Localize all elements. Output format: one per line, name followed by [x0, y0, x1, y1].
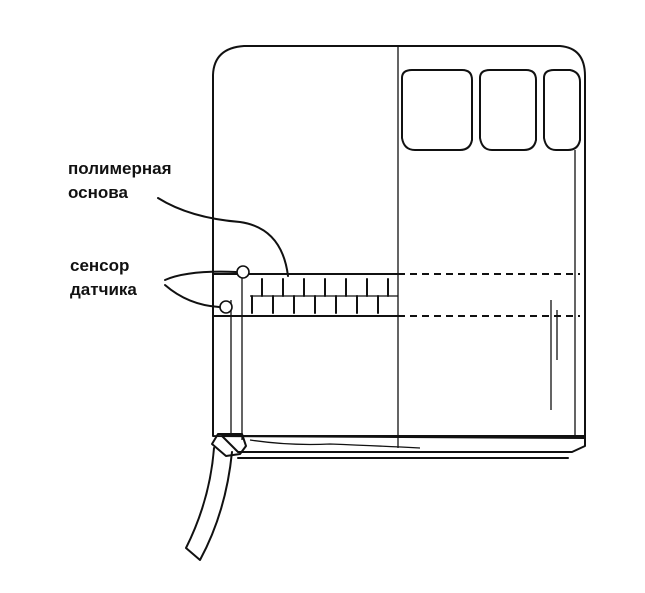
sensor-comb-lower [251, 295, 379, 314]
grip-flute-3 [543, 69, 581, 151]
sensor-label-line2: датчика [70, 280, 137, 299]
leader-sensor-upper [164, 270, 237, 281]
sensor-cable [185, 447, 233, 561]
grip-flute-1 [401, 69, 473, 151]
leader-polymer-base [157, 197, 289, 277]
filter-housing-outline [212, 45, 586, 439]
leader-sensor-lower [164, 284, 220, 308]
base-plate [221, 435, 586, 453]
polymer-base-label: полимерная основа [68, 157, 172, 205]
sensor-contact-lower [219, 300, 233, 314]
sensor-label-line1: сенсор [70, 256, 130, 275]
sensor-contact-upper [236, 265, 250, 279]
sensor-label: сенсор датчика [70, 254, 137, 302]
base-gasket [249, 439, 421, 449]
polymer-base-label-line2: основа [68, 183, 128, 202]
cable-connector [211, 433, 247, 457]
polymer-base-label-line1: полимерная [68, 159, 172, 178]
grip-flute-2 [479, 69, 537, 151]
sensor-comb-upper [261, 278, 389, 297]
